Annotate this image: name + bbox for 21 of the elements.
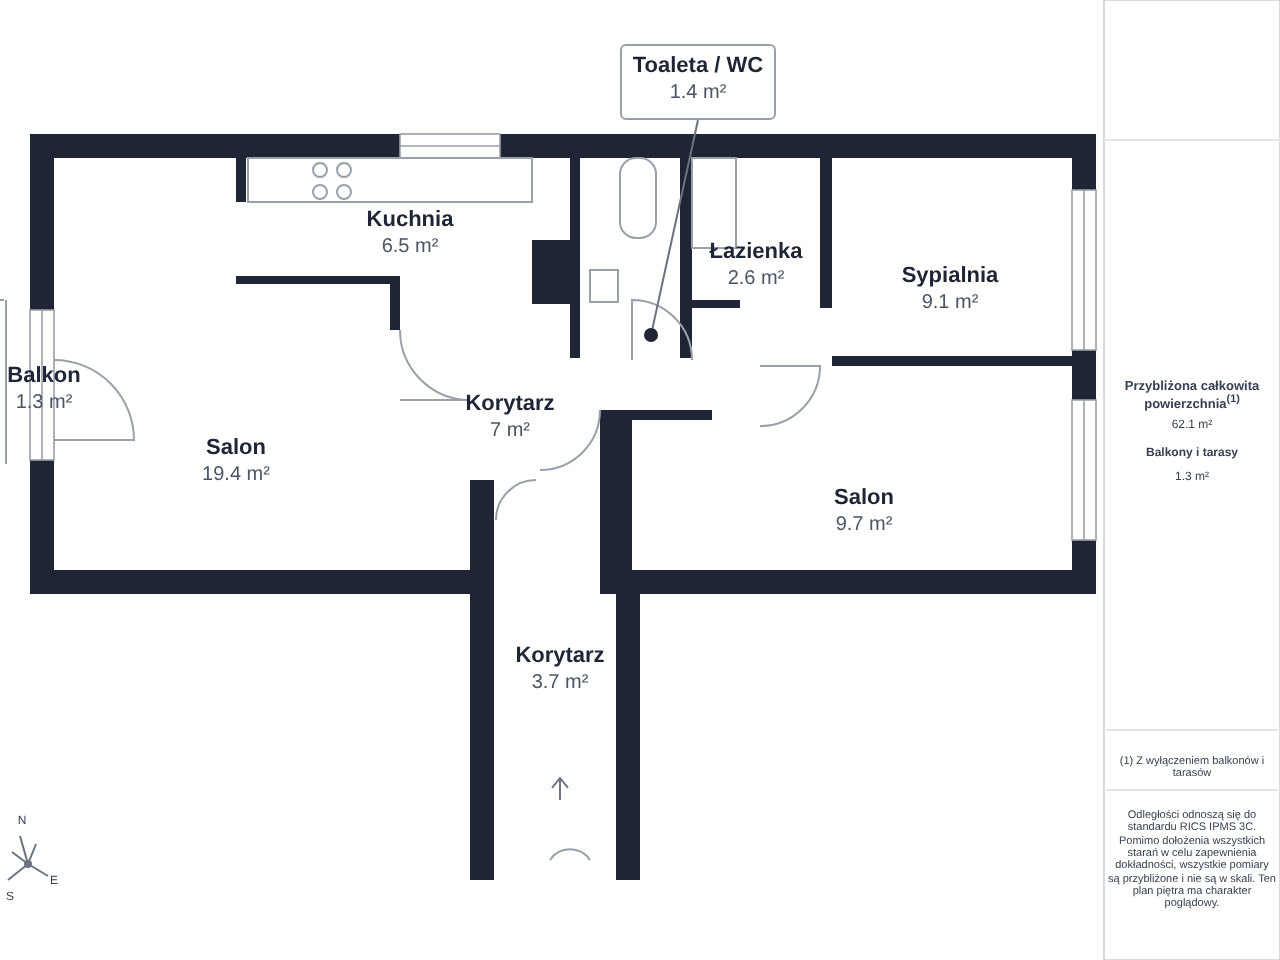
room-name: Sypialnia — [899, 264, 1001, 290]
room-name: Korytarz — [513, 644, 607, 670]
room-name: Łazienka — [707, 240, 805, 266]
room-area: 3.7 m² — [500, 672, 620, 695]
room-area: 7 m² — [440, 420, 580, 443]
room-name: Toaleta / WC — [630, 52, 766, 81]
leader-line — [651, 119, 699, 330]
room-name: Salon — [204, 436, 268, 462]
room-area: 19.4 m² — [166, 464, 306, 487]
room-area: 6.5 m² — [340, 236, 480, 259]
room-name: Balkon — [5, 364, 83, 390]
room-name: Korytarz — [463, 392, 557, 418]
leader-dot — [644, 328, 658, 342]
room-area: 2.6 m² — [696, 268, 816, 291]
room-area: 1.3 m² — [4, 392, 84, 415]
callout-box — [620, 44, 776, 120]
room-area: 9.7 m² — [794, 514, 934, 537]
room-name: Kuchnia — [364, 208, 456, 234]
room-area: 9.1 m² — [870, 292, 1030, 315]
room-name: Salon — [832, 486, 896, 512]
room-area: 1.4 m² — [622, 80, 774, 107]
